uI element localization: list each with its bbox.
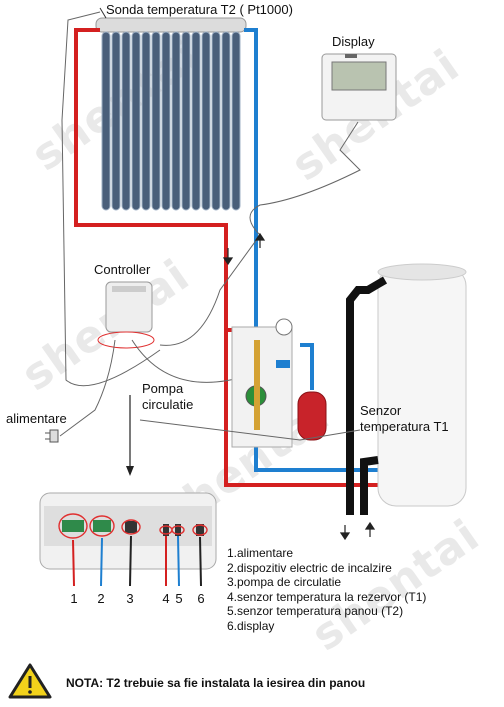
terminal-highlight	[121, 519, 141, 535]
display-cable	[159, 121, 361, 346]
collector-tube	[121, 31, 131, 211]
collector-tube	[111, 31, 121, 211]
pointer-arrow-head	[126, 466, 134, 476]
expansion-vessel	[297, 391, 327, 441]
controller-board	[39, 492, 217, 570]
display-label: Display	[332, 34, 375, 49]
sensor-t2-leader	[99, 7, 107, 19]
terminal-block	[175, 524, 181, 536]
collector-tube	[151, 31, 161, 211]
plug-icon	[45, 429, 59, 443]
supply-label: alimentare	[6, 411, 67, 426]
collector-tube	[231, 31, 241, 211]
terminal-block	[163, 524, 169, 536]
terminal-leader	[199, 536, 202, 587]
pump-label-line2: circulatie	[142, 397, 194, 412]
terminal-highlight	[58, 513, 88, 539]
terminal-number: 2	[97, 591, 104, 606]
pump-station	[231, 318, 293, 448]
terminal-number: 5	[175, 591, 182, 606]
controller-label: Controller	[94, 262, 151, 277]
legend-item: 5.senzor temperatura panou (T2)	[227, 604, 404, 619]
supply-cable	[59, 339, 116, 437]
collector-tube	[221, 31, 231, 211]
terminal-highlight	[192, 524, 208, 536]
collector-tube	[101, 31, 111, 211]
collector-tube	[201, 31, 211, 211]
warning-icon	[8, 663, 52, 699]
water-tank	[377, 263, 467, 507]
sensor-t1-label-line2: temperatura T1	[360, 419, 449, 434]
terminal-number: 3	[126, 591, 133, 606]
cold-pipe	[244, 28, 378, 472]
terminal-block	[196, 524, 204, 536]
terminal-highlight	[89, 515, 115, 537]
sensor-t1-wire	[139, 419, 361, 441]
collector-tube	[141, 31, 151, 211]
sensor-t2-wire	[61, 11, 161, 387]
sensor-t1-label-line1: Senzor	[360, 403, 402, 418]
collector-tube	[191, 31, 201, 211]
terminal-block	[93, 520, 111, 532]
tank-cold-inlet	[360, 456, 379, 515]
tank-hot-outlet	[346, 276, 388, 515]
terminal-leader	[129, 535, 132, 587]
terminal-block	[62, 520, 84, 532]
collector-tube	[211, 31, 221, 211]
terminal-leader	[72, 539, 75, 587]
flow-arrows	[222, 232, 376, 541]
terminal-number: 4	[162, 591, 169, 606]
collector-tube	[131, 31, 141, 211]
terminal-block	[125, 521, 137, 533]
legend-item: 3.pompa de circulatie	[227, 575, 342, 590]
legend-item: 1.alimentare	[227, 546, 294, 560]
display-unit	[321, 53, 397, 121]
legend-item: 2.dispozitiv electric de incalzire	[227, 560, 392, 575]
solar-collector	[95, 17, 247, 211]
legend-item: 6.display	[227, 618, 275, 633]
collector-tube	[161, 31, 171, 211]
terminal-leader	[100, 537, 103, 587]
legend-item: 4.senzor temperatura la rezervor (T1)	[227, 589, 427, 604]
note-text: NOTA: T2 trebuie sa fie instalata la ies…	[66, 676, 366, 690]
controller-unit	[97, 281, 155, 349]
collector-tube	[171, 31, 181, 211]
terminal-legend: 1.alimentare 2.dispozitiv electric de in…	[227, 546, 426, 634]
terminal-highlight	[171, 525, 185, 535]
terminal-number: 6	[197, 591, 204, 606]
pump-label-line1: Pompa	[142, 381, 184, 396]
terminal-leader	[177, 535, 180, 587]
sensor-t2-label: Sonda temperatura T2 ( Pt1000)	[106, 2, 293, 17]
terminal-number: 1	[70, 591, 77, 606]
collector-tube	[181, 31, 191, 211]
